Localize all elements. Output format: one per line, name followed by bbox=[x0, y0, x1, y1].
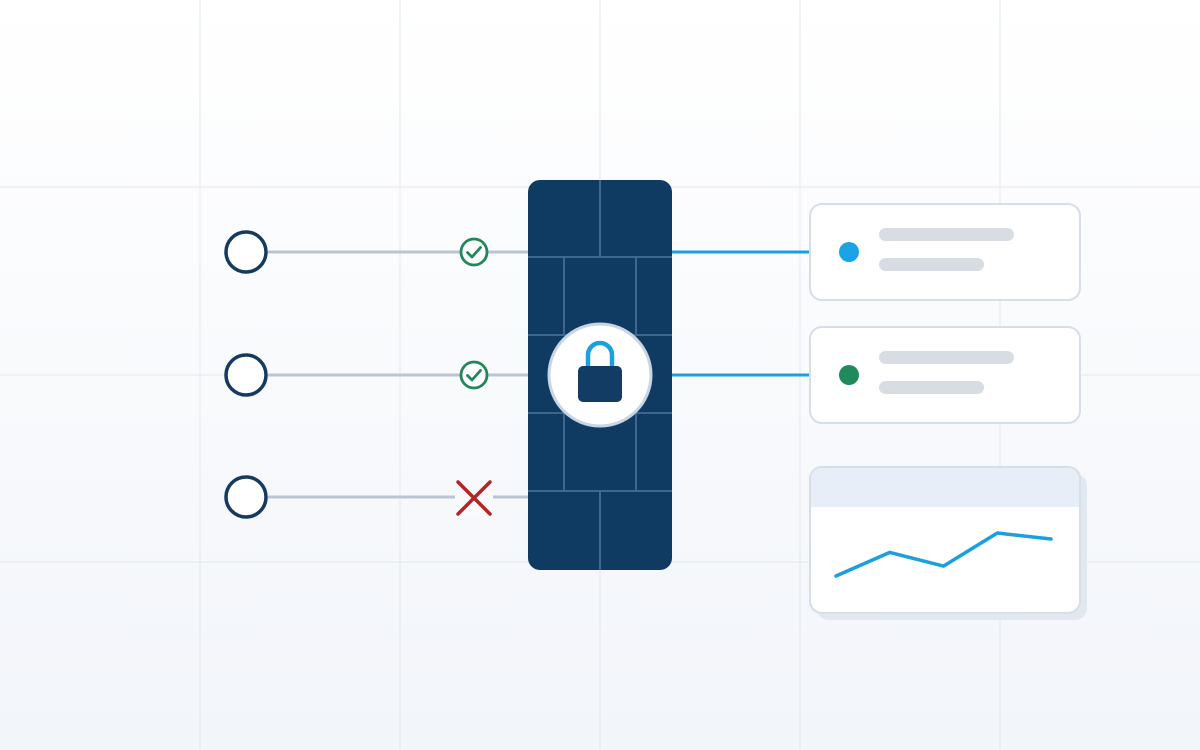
text-placeholder bbox=[879, 381, 984, 394]
service-card-1[interactable] bbox=[809, 203, 1081, 301]
chart-card[interactable] bbox=[809, 466, 1087, 620]
firewall-wall bbox=[528, 180, 672, 570]
client-node[interactable] bbox=[224, 230, 268, 274]
text-placeholder bbox=[879, 351, 1014, 364]
text-placeholder bbox=[879, 258, 984, 271]
client-node[interactable] bbox=[224, 353, 268, 397]
status-dot bbox=[839, 365, 859, 385]
service-card-2[interactable] bbox=[809, 326, 1081, 424]
client-row-3 bbox=[224, 475, 528, 519]
lock-icon bbox=[578, 340, 622, 402]
client-node[interactable] bbox=[224, 475, 268, 519]
trend-line bbox=[834, 531, 1053, 578]
check-circle-icon bbox=[459, 360, 489, 390]
client-row-1 bbox=[224, 230, 528, 274]
status-dot bbox=[839, 242, 859, 262]
client-row-2 bbox=[224, 353, 528, 397]
check-circle-icon bbox=[459, 237, 489, 267]
lock-badge bbox=[547, 322, 653, 428]
text-placeholder bbox=[879, 228, 1014, 241]
chart-card-header bbox=[811, 468, 1079, 507]
x-icon bbox=[455, 478, 493, 516]
